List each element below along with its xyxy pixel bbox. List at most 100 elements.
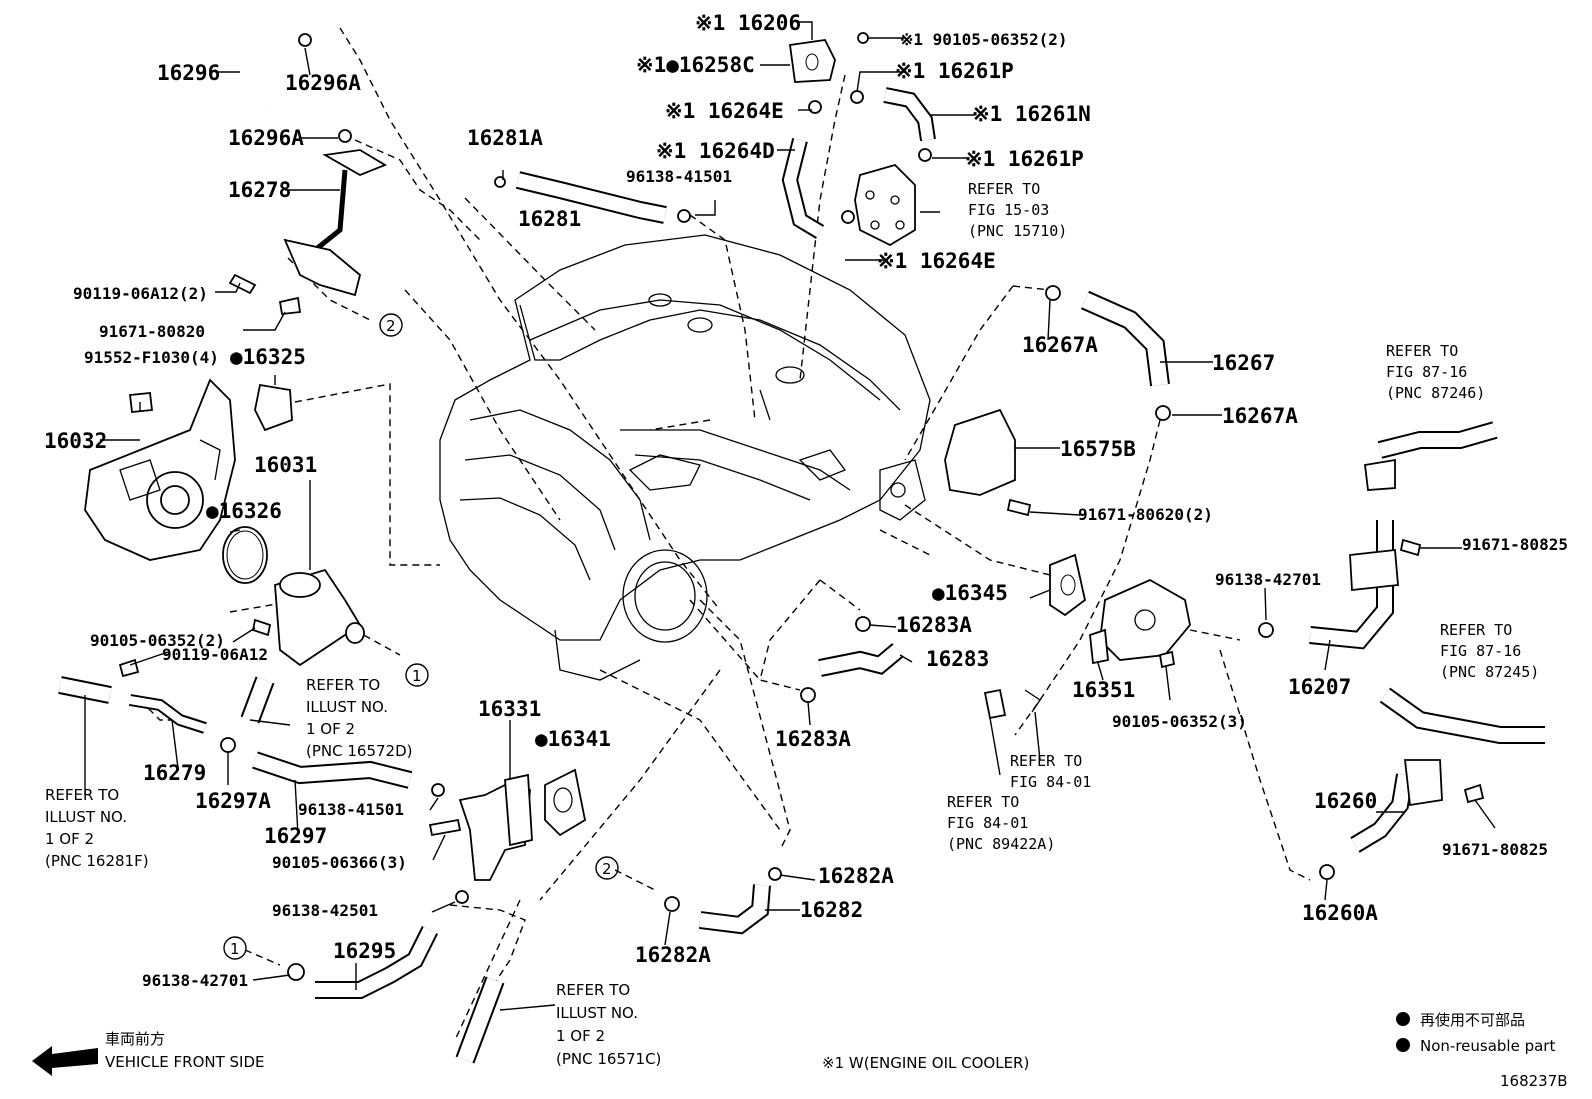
label-16278: 16278: [228, 178, 291, 202]
label-91671-80825-a: 91671-80825: [1462, 535, 1568, 554]
circle-ref-1-bottom: 1: [223, 936, 247, 960]
label-91671-80620-2: 91671-80620(2): [1078, 505, 1213, 524]
label-16264E-a: ※1 16264E: [665, 99, 784, 123]
refer-fig8716a-l1: REFER TO: [1386, 342, 1458, 360]
label-16207: 16207: [1288, 675, 1351, 699]
engine-block: [439, 234, 931, 681]
footer: 車両前方 VEHICLE FRONT SIDE ※1 W(ENGINE OIL …: [32, 1011, 1568, 1090]
label-16283: 16283: [926, 647, 989, 671]
label-96138-41501-b: 96138-41501: [298, 800, 404, 819]
refer-fig8401b-l2: FIG 84-01: [947, 814, 1028, 832]
label-90105-06352-2b: 90105-06352(2): [90, 631, 225, 650]
parts: [58, 32, 1545, 1064]
label-16282A-a: 16282A: [818, 864, 894, 888]
circle-ref-2-bottom: 2: [595, 856, 619, 880]
label-16351: 16351: [1072, 678, 1135, 702]
label-16345: ●16345: [932, 581, 1008, 605]
svg-text:1: 1: [412, 667, 422, 685]
footnote-oil-cooler: ※1 W(ENGINE OIL COOLER): [822, 1054, 1029, 1072]
label-16296A-a: 16296A: [285, 71, 361, 95]
label-91671-80825-b: 91671-80825: [1442, 840, 1548, 859]
part-labels: ※1 16206 ※1 90105-06352(2) ※1●16258C ※1 …: [44, 11, 1568, 990]
refer-fig1503-l3: (PNC 15710): [968, 222, 1067, 240]
refer-16281F-l3: 1 OF 2: [45, 830, 94, 848]
label-16260: 16260: [1314, 789, 1377, 813]
label-96138-42501: 96138-42501: [272, 901, 378, 920]
label-16264D: ※1 16264D: [656, 139, 775, 163]
label-16282: 16282: [800, 898, 863, 922]
label-16282A-b: 16282A: [635, 943, 711, 967]
label-90119-06A12-2: 90119-06A12(2): [73, 284, 208, 303]
refer-16571C-l2: ILLUST NO.: [556, 1004, 638, 1022]
label-96138-42701-a: 96138-42701: [142, 971, 248, 990]
label-16281A: 16281A: [467, 126, 543, 150]
refer-fig1503-l1: REFER TO: [968, 180, 1040, 198]
label-16261N: ※1 16261N: [972, 102, 1091, 126]
label-16341: ●16341: [535, 727, 611, 751]
label-16281: 16281: [518, 207, 581, 231]
refer-fig8401b-l1: REFER TO: [947, 793, 1019, 811]
refer-16572D-l2: ILLUST NO.: [306, 698, 388, 716]
refer-16571C-l3: 1 OF 2: [556, 1027, 605, 1045]
label-16261P-b: ※1 16261P: [965, 147, 1084, 171]
label-16031: 16031: [254, 453, 317, 477]
vehicle-front-jp: 車両前方: [105, 1030, 165, 1048]
label-16261P-a: ※1 16261P: [895, 59, 1014, 83]
label-16575B: 16575B: [1060, 437, 1136, 461]
refer-16572D-l4: (PNC 16572D): [306, 742, 412, 760]
label-16267: 16267: [1212, 351, 1275, 375]
label-16296: 16296: [157, 61, 220, 85]
refer-16281F-l2: ILLUST NO.: [45, 808, 127, 826]
label-90105-06366-3: 90105-06366(3): [272, 853, 407, 872]
refer-fig8716b-l3: (PNC 87245): [1440, 663, 1539, 681]
label-96138-41501-a: 96138-41501: [626, 167, 732, 186]
label-16206: ※1 16206: [695, 11, 801, 35]
label-90105-06352-3: 90105-06352(3): [1112, 712, 1247, 731]
refer-fig8401a-l1: REFER TO: [1010, 752, 1082, 770]
label-16279: 16279: [143, 761, 206, 785]
label-16326: ●16326: [206, 499, 282, 523]
circle-ref-1-mid: 1: [405, 663, 429, 687]
label-16325: ●16325: [230, 345, 306, 369]
label-16032: 16032: [44, 429, 107, 453]
refer-fig8716a-l2: FIG 87-16: [1386, 363, 1467, 381]
label-16283A-b: 16283A: [775, 727, 851, 751]
label-90105-06352-2: ※1 90105-06352(2): [900, 30, 1068, 49]
legend-jp: 再使用不可部品: [1420, 1011, 1525, 1029]
circle-markers: 2 1 2 1: [223, 313, 619, 960]
circle-ref-2-top: 2: [379, 313, 403, 337]
label-16264E-b: ※1 16264E: [877, 249, 996, 273]
front-arrow-icon: [32, 1046, 98, 1076]
refer-16281F-l1: REFER TO: [45, 786, 119, 804]
refer-16281F-l4: (PNC 16281F): [45, 852, 149, 870]
refer-notes: REFER TO FIG 15-03 (PNC 15710) REFER TO …: [45, 180, 1539, 1068]
figure-id: 168237B: [1500, 1072, 1568, 1090]
label-96138-42701-b: 96138-42701: [1215, 570, 1321, 589]
label-16283A-a: 16283A: [896, 613, 972, 637]
label-91552-F1030-4: 91552-F1030(4): [84, 348, 219, 367]
refer-fig8716b-l1: REFER TO: [1440, 621, 1512, 639]
label-16258C: ※1●16258C: [636, 53, 755, 77]
refer-fig8401b-l3: (PNC 89422A): [947, 835, 1055, 853]
refer-fig8716b-l2: FIG 87-16: [1440, 642, 1521, 660]
refer-fig1503-l2: FIG 15-03: [968, 201, 1049, 219]
refer-16571C-l1: REFER TO: [556, 981, 630, 999]
label-90119-06A12: 90119-06A12: [162, 645, 268, 664]
refer-fig8401a-l2: FIG 84-01: [1010, 773, 1091, 791]
label-16260A: 16260A: [1302, 901, 1378, 925]
vehicle-front-en: VEHICLE FRONT SIDE: [105, 1053, 265, 1071]
label-16267A-b: 16267A: [1222, 404, 1298, 428]
svg-text:1: 1: [230, 940, 240, 958]
nonreusable-dot-icon-2: [1396, 1038, 1410, 1052]
label-16297A: 16297A: [195, 789, 271, 813]
refer-fig8716a-l3: (PNC 87246): [1386, 384, 1485, 402]
refer-16572D-l1: REFER TO: [306, 676, 380, 694]
label-16295: 16295: [333, 939, 396, 963]
leader-lines: [84, 21, 1496, 1011]
svg-text:2: 2: [386, 317, 396, 335]
svg-text:2: 2: [602, 860, 612, 878]
label-16267A-a: 16267A: [1022, 333, 1098, 357]
refer-16572D-l3: 1 OF 2: [306, 720, 355, 738]
label-16296A-b: 16296A: [228, 126, 304, 150]
